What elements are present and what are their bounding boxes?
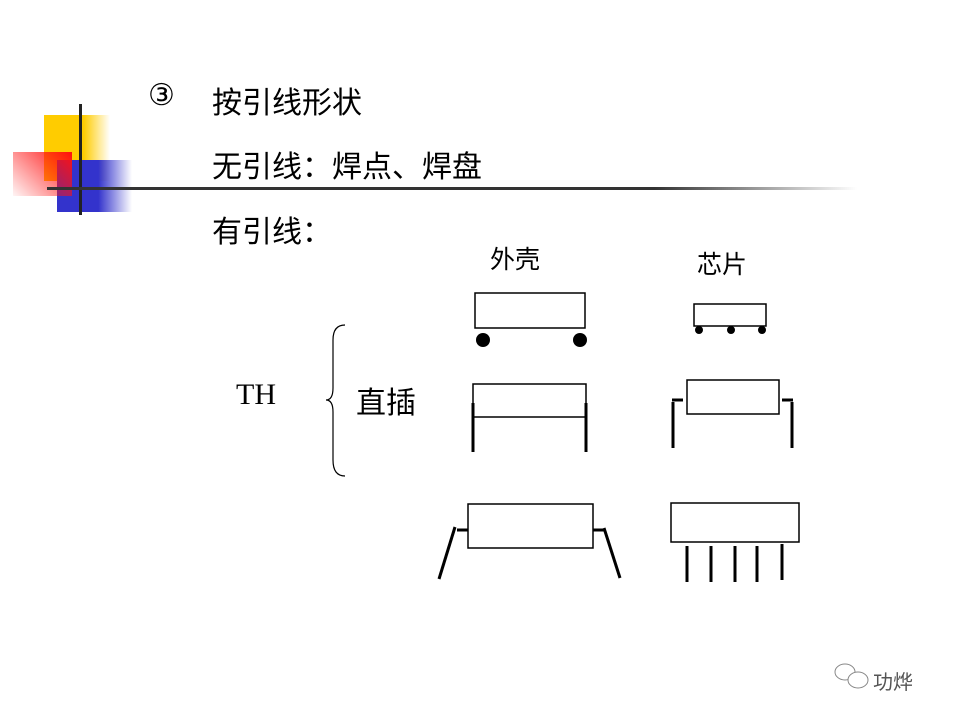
shell-through-hole-package — [471, 383, 588, 452]
chip-label: 芯片 — [697, 250, 748, 279]
no-lead-line: 无引线：焊点、焊盘 — [212, 150, 482, 185]
wechat-icon — [834, 663, 869, 689]
shell-leadless-package — [474, 292, 587, 347]
watermark-text: 功烨 — [873, 670, 913, 694]
brace — [325, 324, 346, 477]
through-hole-label: 直插 — [356, 386, 416, 421]
shell-gullwing-package — [437, 503, 622, 580]
chip-leadless-package — [693, 303, 767, 334]
heading-number: ③ — [148, 78, 175, 113]
with-lead-line: 有引线： — [212, 215, 332, 250]
decor-vertical-rule — [79, 104, 82, 215]
heading-title: 按引线形状 — [212, 86, 362, 121]
decor-horizontal-rule — [47, 187, 857, 190]
chip-sip-package — [670, 502, 800, 582]
shell-label: 外壳 — [490, 245, 541, 274]
th-label: TH — [236, 378, 276, 411]
chip-through-hole-package — [671, 379, 794, 448]
